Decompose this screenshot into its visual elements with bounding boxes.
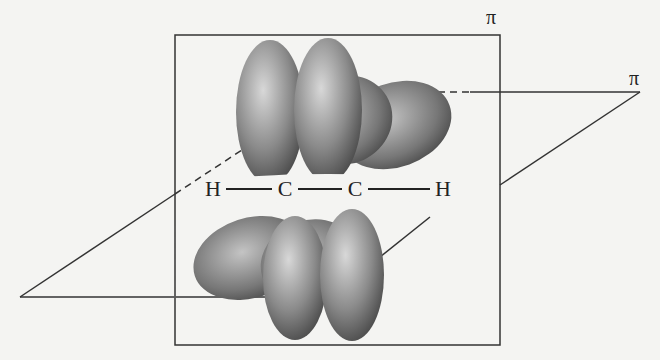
vertical-plane [175, 35, 500, 345]
atom-label: H [205, 178, 221, 200]
atom-label: H [435, 178, 451, 200]
atom-label: C [278, 178, 293, 200]
axis-ground [188, 174, 468, 204]
sigma-bonds [226, 188, 430, 190]
plane-label: π [629, 68, 639, 88]
atom-label: C [348, 178, 363, 200]
plane-label: π [486, 7, 496, 27]
